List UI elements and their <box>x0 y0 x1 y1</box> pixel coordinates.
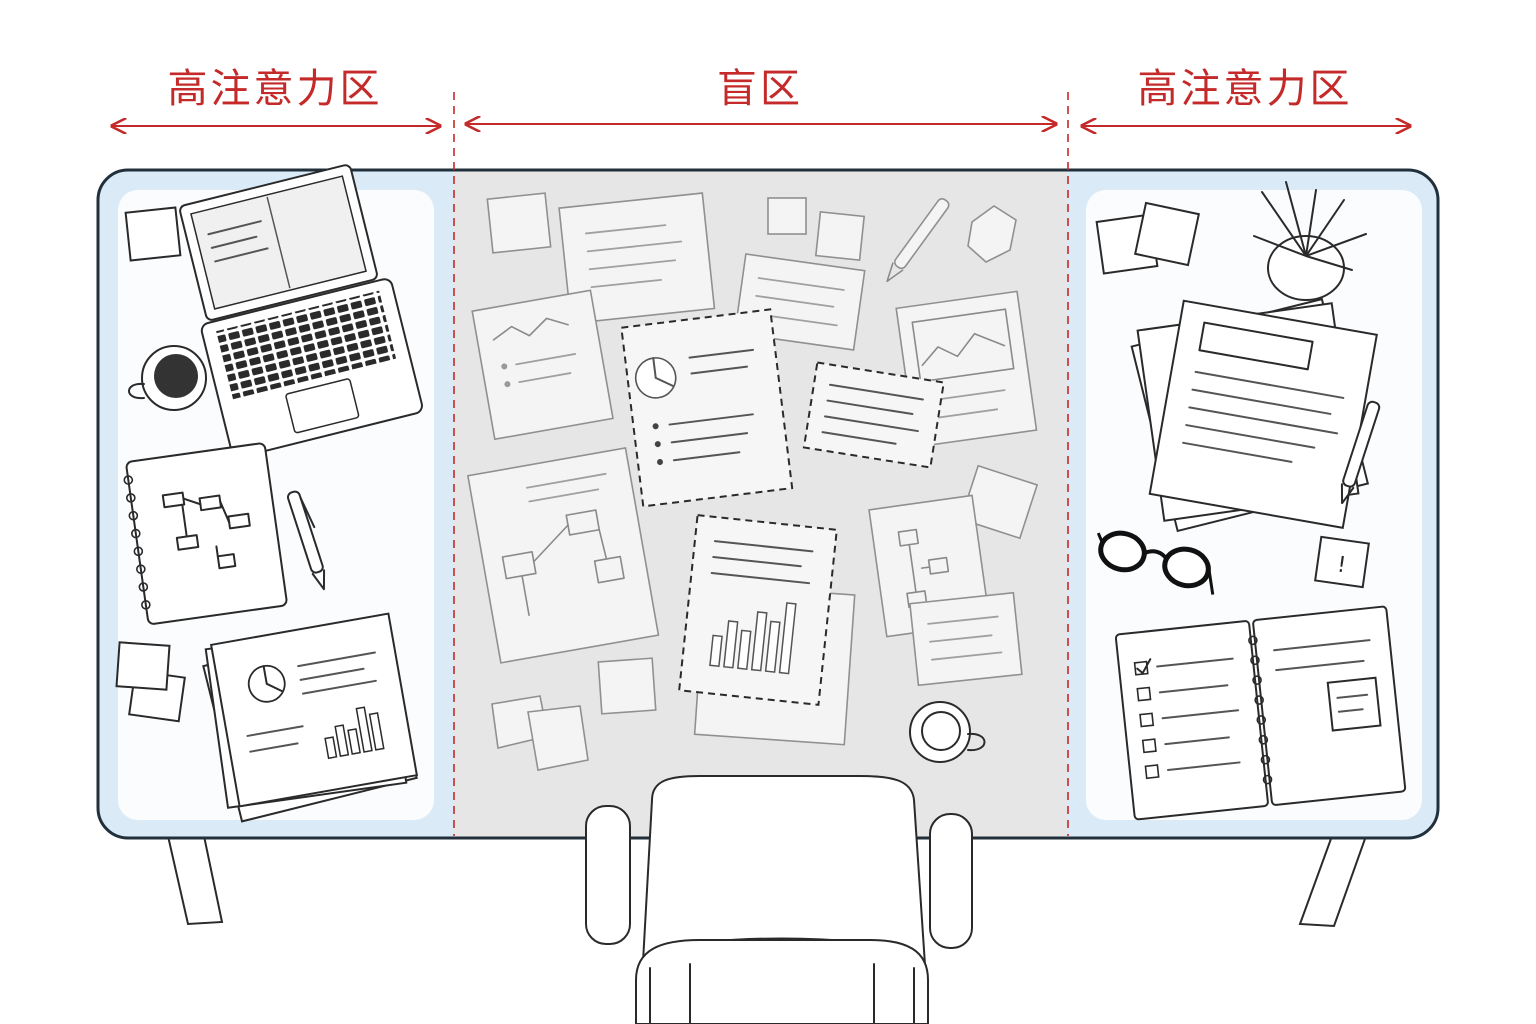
document-flowchart <box>466 447 660 664</box>
zone-label-center: 盲区 <box>717 66 803 112</box>
spiral-notebook-icon-left <box>123 442 288 625</box>
dashed-note-box <box>802 361 945 469</box>
pen-icon-right <box>1340 400 1381 505</box>
crumpled-paper <box>967 205 1017 263</box>
pen-icon-center <box>886 198 950 283</box>
zone-label-left: 高注意力区 <box>167 66 383 112</box>
dashed-document-pie <box>620 308 794 508</box>
document <box>558 192 716 325</box>
dashed-document-bars <box>678 514 838 706</box>
blind-zone-clutter <box>466 192 1039 771</box>
coffee-mug-icon-center <box>909 701 986 763</box>
document-stack-right <box>1130 297 1378 533</box>
open-planner-icon <box>1114 605 1407 821</box>
zone-label-right: 高注意力区 <box>1137 66 1353 112</box>
sticky-note <box>597 657 657 715</box>
desk-legs <box>166 835 1368 928</box>
zone-dividers <box>453 92 1069 836</box>
sticky-note-mark: ! <box>1335 552 1347 578</box>
document <box>471 289 614 441</box>
sticky-note <box>814 210 866 262</box>
sticky-notes-right-top <box>1095 201 1201 275</box>
eyeglasses-icon <box>1096 530 1215 595</box>
sticky-note <box>486 192 552 254</box>
sticky-note-exclamation: ! <box>1314 535 1370 589</box>
crumpled-paper <box>527 705 589 771</box>
document <box>909 591 1023 687</box>
laptop-icon <box>179 164 423 459</box>
sticky-notes-left-bottom <box>115 641 186 723</box>
coffee-mug-icon-left <box>128 345 207 411</box>
potted-plant-icon <box>1253 181 1367 301</box>
sticky-notes-left-top <box>124 206 182 262</box>
office-chair-icon <box>585 775 973 1024</box>
report-stack-left <box>202 612 419 823</box>
zone-arrows <box>112 124 1410 126</box>
pen-icon-left <box>286 490 326 591</box>
sticky-note <box>959 464 1039 540</box>
sticky-note <box>767 197 807 235</box>
